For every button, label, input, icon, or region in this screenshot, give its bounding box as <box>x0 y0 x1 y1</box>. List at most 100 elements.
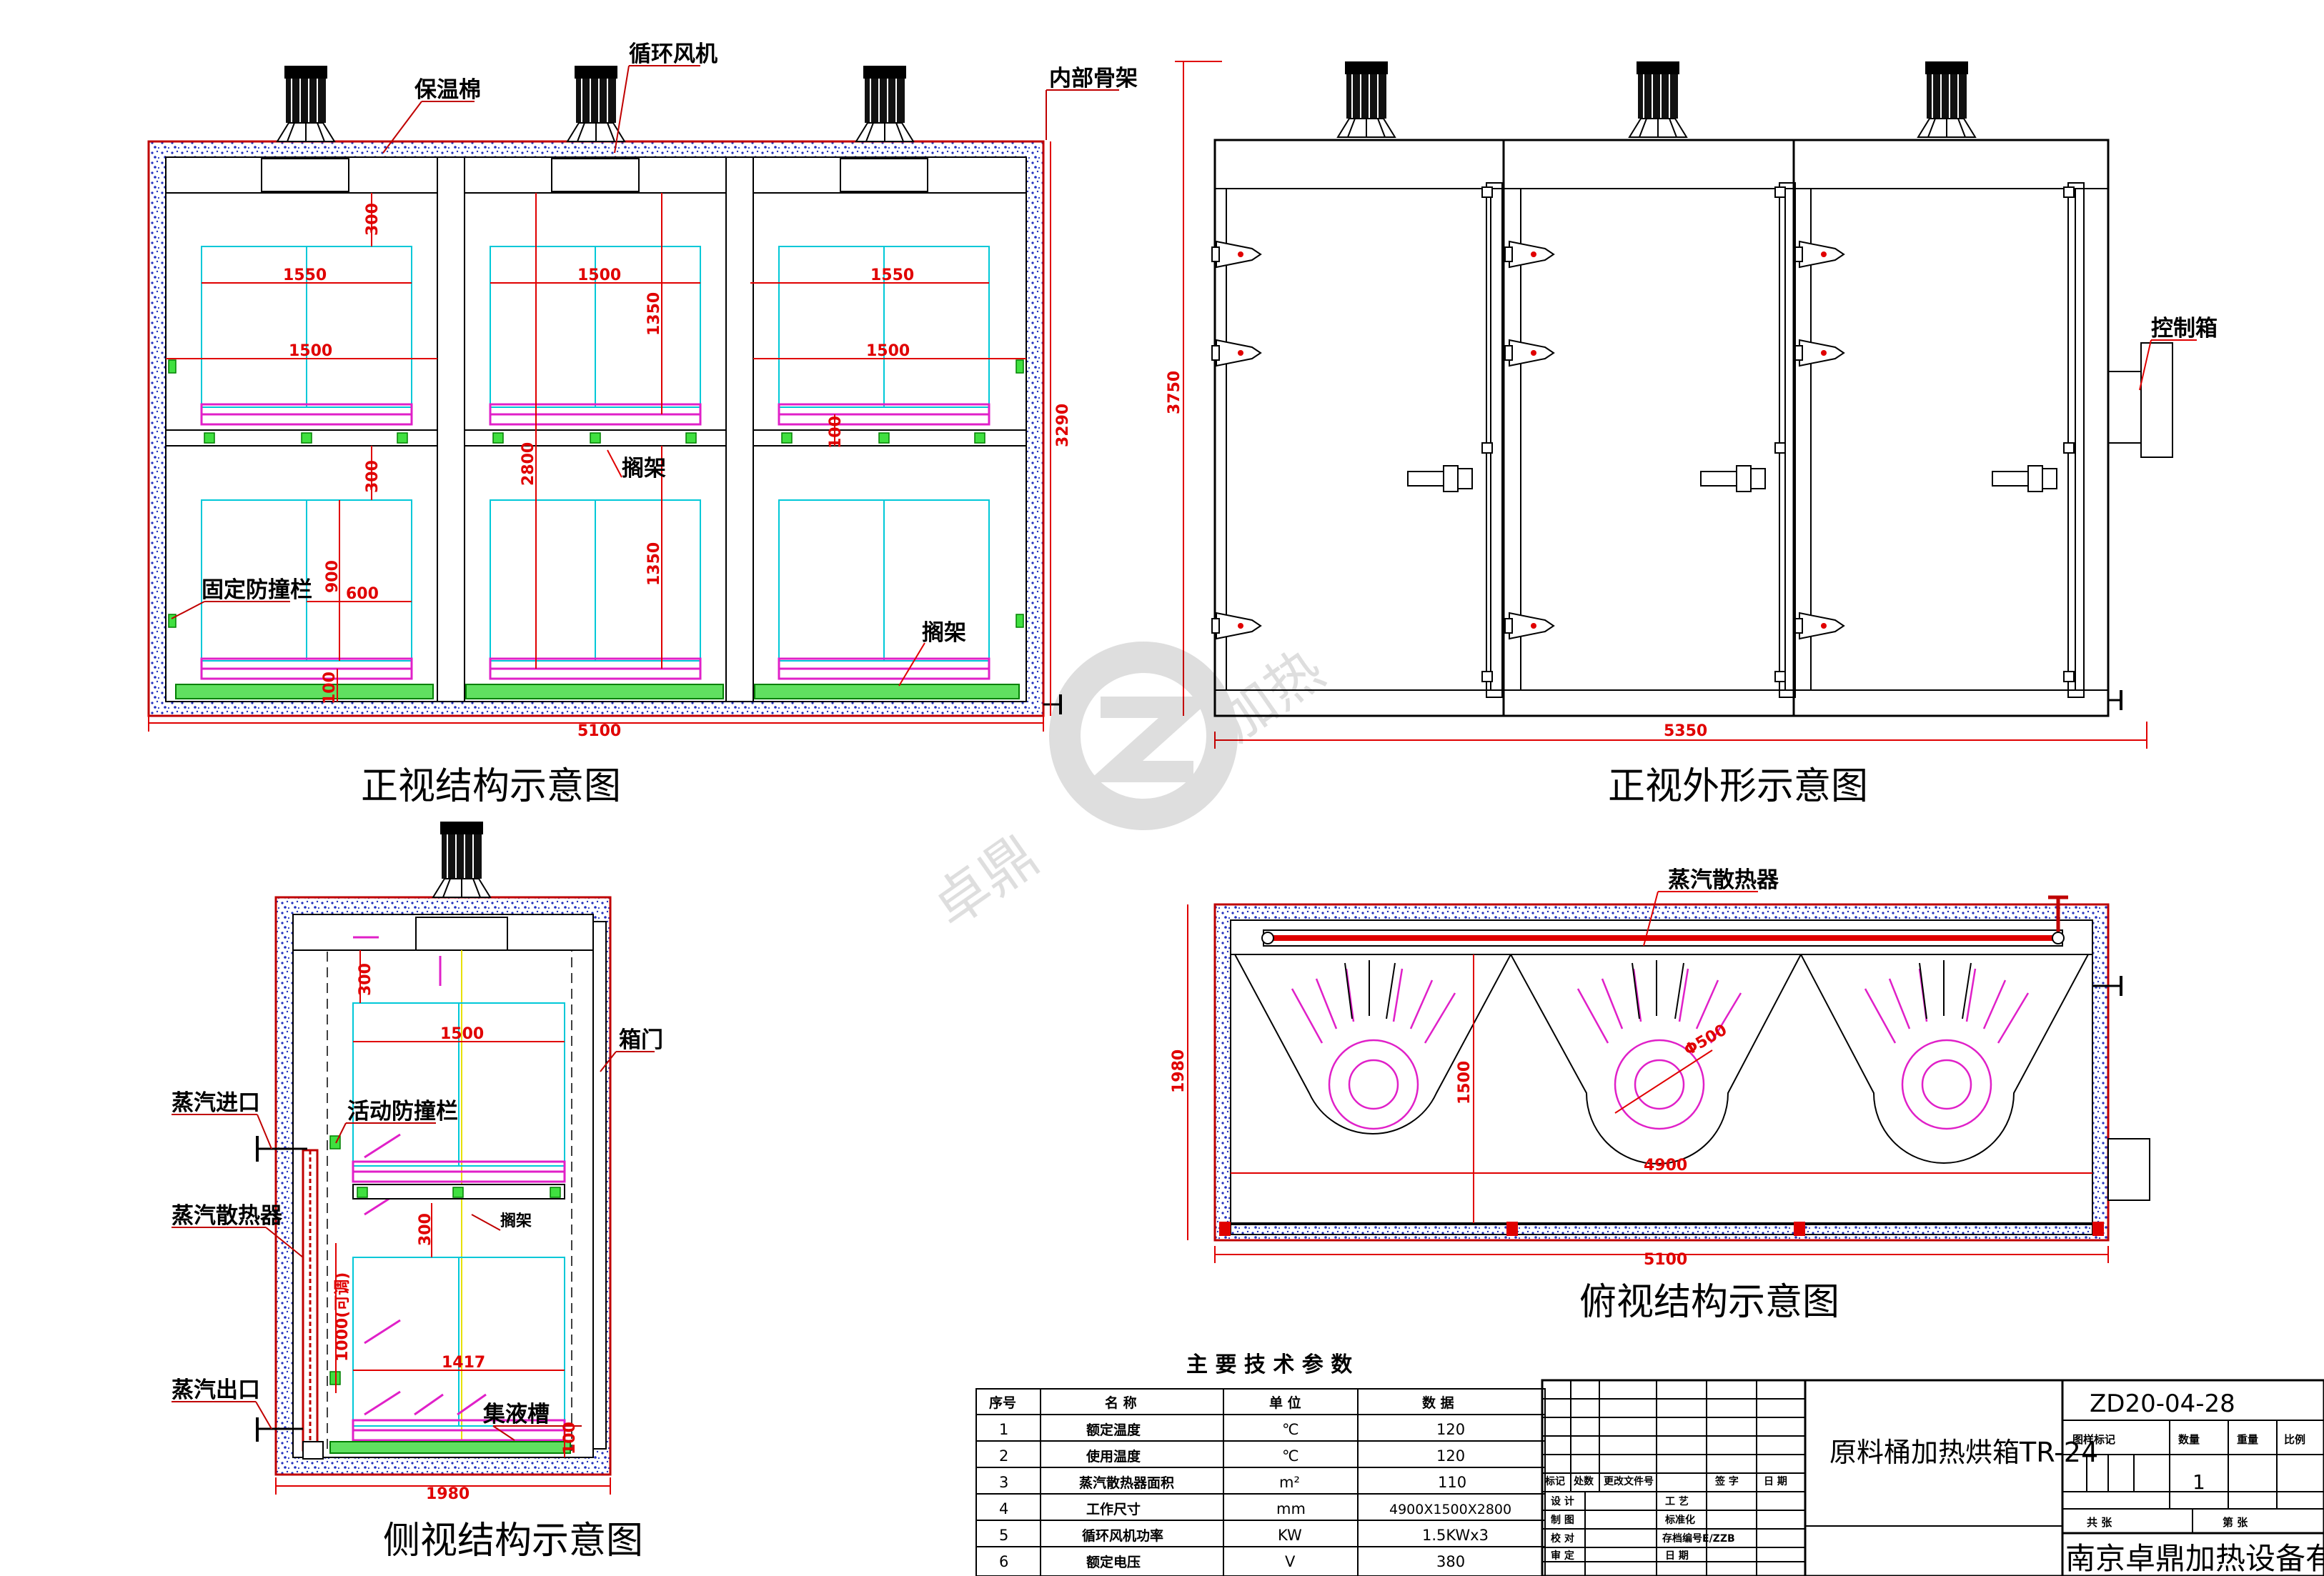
tb-draw: 制 图 <box>1551 1514 1574 1526</box>
tb-count: 处数 <box>1573 1475 1594 1487</box>
dim-1350b: 1350 <box>645 542 663 586</box>
dim-300a: 300 <box>364 203 382 236</box>
tb-weight: 数量 <box>2178 1433 2200 1446</box>
spec-row6-unit: V <box>1285 1553 1296 1570</box>
label-guard-movable: 活动防撞栏 <box>347 1099 458 1124</box>
tb-approve-val: 存档编号E/ZZB <box>1662 1532 1735 1545</box>
spec-row3-name: 蒸汽散热器面积 <box>1079 1475 1174 1491</box>
spec-row6-no: 6 <box>999 1553 1008 1570</box>
dim-side-300a: 300 <box>357 963 374 996</box>
front-exterior-view: 3750 5350 控制箱 正视外形示意图 <box>1166 61 2218 808</box>
spec-row5-name: 循环风机功率 <box>1082 1527 1163 1544</box>
label-steam-out: 蒸汽出口 <box>172 1377 260 1403</box>
caption-side-structure: 侧视结构示意图 <box>383 1520 643 1562</box>
tb-company: 南京卓鼎加热设备有限公司 <box>2065 1541 2324 1576</box>
spec-row2-val: 120 <box>1436 1447 1465 1465</box>
dim-1550b: 1550 <box>870 266 914 284</box>
dim-1350a: 1350 <box>645 292 663 336</box>
spec-row1-val: 120 <box>1436 1421 1465 1438</box>
label-guard-fixed: 固定防撞栏 <box>202 577 312 603</box>
dim-side-1417: 1417 <box>442 1354 485 1372</box>
watermark-text-2: 卓鼎 <box>921 823 1049 939</box>
spec-row2-no: 2 <box>999 1447 1008 1465</box>
dim-top-1980: 1980 <box>1170 1049 1188 1093</box>
spec-row1-name: 额定温度 <box>1086 1422 1141 1438</box>
spec-row6-val: 380 <box>1436 1553 1465 1570</box>
spec-row1-no: 1 <box>999 1421 1008 1438</box>
spec-row4-unit: mm <box>1276 1500 1306 1517</box>
side-structure-view: 300 1500 300 1000(可调) 1417 100 1980 箱门 活… <box>172 821 663 1562</box>
dim-1500a: 1500 <box>577 266 621 284</box>
label-drain: 集液槽 <box>482 1402 550 1427</box>
dim-1550a: 1550 <box>283 266 327 284</box>
spec-row6-name: 额定电压 <box>1086 1554 1141 1570</box>
front-structure-view: 300 1550 1500 1350 1550 1500 1500 100 30… <box>147 41 1138 808</box>
spec-row5-unit: KW <box>1278 1527 1302 1544</box>
spec-row2-name: 使用温度 <box>1086 1448 1141 1465</box>
caption-front-exterior: 正视外形示意图 <box>1608 765 1868 808</box>
tb-stage: 图样标记 <box>2072 1433 2115 1446</box>
dim-side-1000: 1000(可调) <box>334 1272 352 1362</box>
dim-top-5100: 5100 <box>1644 1251 1687 1269</box>
tb-product: 原料桶加热烘箱TR-24 <box>1829 1437 2098 1468</box>
dim-100b: 100 <box>321 672 339 704</box>
dim-3750: 3750 <box>1166 371 1183 414</box>
spec-row4-name: 工作尺寸 <box>1086 1501 1141 1517</box>
spec-row3-val: 110 <box>1438 1474 1466 1491</box>
tb-qty: 1 <box>2193 1470 2205 1494</box>
dim-3290: 3290 <box>1054 404 1072 447</box>
caption-top-structure: 俯视结构示意图 <box>1579 1281 1839 1324</box>
label-door: 箱门 <box>619 1027 663 1053</box>
label-control-box: 控制箱 <box>2151 316 2218 341</box>
top-structure-view: 1980 1500 Φ500 4900 5100 蒸汽散热器 俯视结构示意图 <box>1170 867 2150 1324</box>
spec-row5-val: 1.5KWx3 <box>1422 1527 1489 1544</box>
tb-mark: 标记 <box>1544 1475 1565 1487</box>
spec-row2-unit: ℃ <box>1282 1447 1299 1465</box>
tb-date: 日 期 <box>1764 1476 1787 1487</box>
dim-2800: 2800 <box>520 442 537 486</box>
label-steam-radiator-side: 蒸汽散热器 <box>172 1203 283 1229</box>
spec-table-title: 主 要 技 术 参 数 <box>1186 1352 1353 1377</box>
spec-table: 主 要 技 术 参 数 序号 名 称 单 位 数 据 1 额定温度 ℃ 120 … <box>975 1352 1546 1576</box>
dim-5100: 5100 <box>577 722 621 740</box>
tb-scale: 比例 <box>2284 1433 2305 1446</box>
tb-mass: 重量 <box>2237 1433 2258 1446</box>
caption-front-structure: 正视结构示意图 <box>361 765 621 808</box>
spec-header-unit: 单 位 <box>1269 1395 1301 1411</box>
tb-date-lbl: 日 期 <box>1665 1550 1689 1562</box>
dim-600: 600 <box>346 585 379 603</box>
label-rack: 搁架 <box>622 456 666 482</box>
tb-std: 标准化 <box>1664 1514 1695 1526</box>
dim-5350: 5350 <box>1664 722 1707 740</box>
tb-design: 设 计 <box>1551 1495 1574 1507</box>
spec-row4-no: 4 <box>999 1500 1008 1517</box>
label-rack3: 搁架 <box>500 1212 532 1230</box>
label-frame: 内部骨架 <box>1049 66 1138 91</box>
tb-review: 审 定 <box>1551 1550 1574 1562</box>
dim-side-100: 100 <box>561 1422 579 1455</box>
label-steam-in: 蒸汽进口 <box>172 1090 260 1116</box>
label-steam-radiator-top: 蒸汽散热器 <box>1668 867 1779 893</box>
dim-1500b: 1500 <box>289 342 332 360</box>
dim-side-300b: 300 <box>417 1213 434 1246</box>
spec-header-no: 序号 <box>989 1395 1016 1411</box>
dim-1500c: 1500 <box>866 342 910 360</box>
spec-row4-val: 4900X1500X2800 <box>1389 1502 1511 1517</box>
dim-top-4900: 4900 <box>1644 1157 1687 1174</box>
spec-row3-no: 3 <box>999 1474 1008 1491</box>
tb-file: 更改文件号 <box>1604 1475 1654 1487</box>
tb-sign: 签 字 <box>1714 1475 1739 1487</box>
tb-process: 工 艺 <box>1665 1495 1689 1507</box>
tb-sheets-total: 共 张 <box>2087 1516 2112 1529</box>
label-fan: 循环风机 <box>629 41 717 67</box>
tb-sheet-no: 第 张 <box>2223 1516 2248 1529</box>
spec-row5-no: 5 <box>999 1527 1008 1544</box>
dim-side-1500: 1500 <box>440 1025 484 1043</box>
dim-top-1500: 1500 <box>1456 1061 1474 1104</box>
dim-side-1980: 1980 <box>426 1485 470 1503</box>
dim-300b: 300 <box>364 460 382 493</box>
tb-drawing-no: ZD20-04-28 <box>2090 1390 2235 1418</box>
dim-900: 900 <box>324 560 342 593</box>
spec-row1-unit: ℃ <box>1282 1421 1299 1438</box>
